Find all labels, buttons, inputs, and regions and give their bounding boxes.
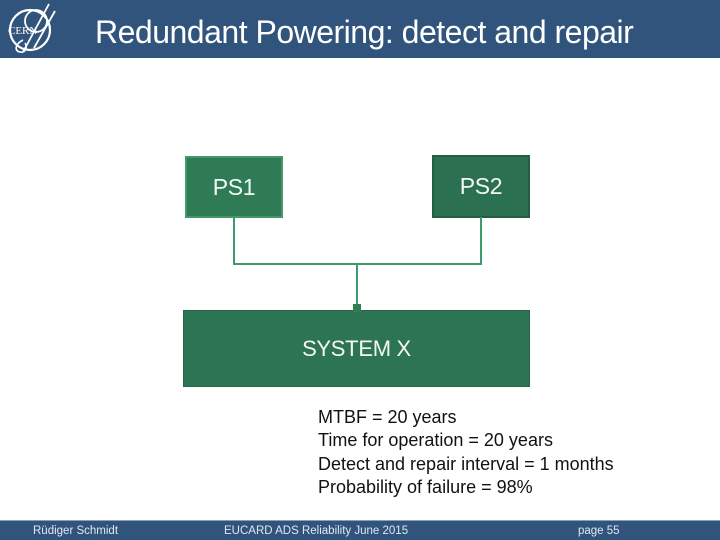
slide-title: Redundant Powering: detect and repair [95, 13, 634, 50]
connector-ps2-vertical [480, 217, 482, 265]
footer-event: EUCARD ADS Reliability June 2015 [224, 525, 409, 537]
footer-bar: Rüdiger Schmidt EUCARD ADS Reliability J… [0, 520, 720, 540]
note-operation-time: Time for operation = 20 years [318, 430, 553, 451]
reliability-notes: MTBF = 20 years Time for operation = 20 … [318, 406, 614, 500]
connector-ps1-vertical [233, 217, 235, 265]
diagram-box-ps2: PS2 [432, 155, 530, 218]
note-failure-probability: Probability of failure = 98% [318, 477, 533, 498]
cern-logo-text: CERN [8, 25, 37, 37]
diagram-box-system-x: SYSTEM X [183, 310, 530, 387]
footer-page-number: page 55 [578, 525, 620, 537]
cern-logo-icon: CERN [8, 3, 56, 53]
title-bar: CERN Redundant Powering: detect and repa… [0, 0, 720, 58]
diagram-box-ps1: PS1 [185, 156, 283, 218]
note-mtbf: MTBF = 20 years [318, 407, 457, 427]
footer-author: Rüdiger Schmidt [33, 525, 119, 537]
note-repair-interval: Detect and repair interval = 1 months [318, 453, 614, 474]
connector-mid-vertical [356, 264, 358, 308]
connector-junction-dot [353, 304, 361, 312]
